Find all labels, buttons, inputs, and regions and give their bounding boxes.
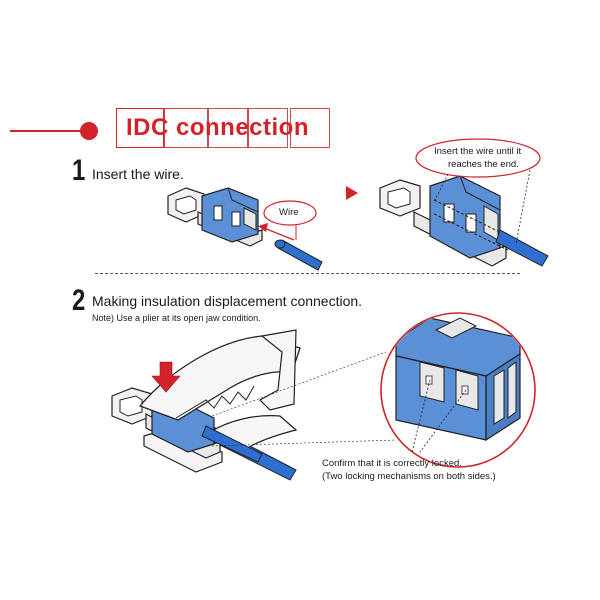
step-2-note: Note) Use a plier at its open jaw condit… — [92, 313, 261, 323]
arrow-right-icon — [346, 186, 358, 200]
title-frame-back-4 — [248, 108, 288, 148]
page-title: IDC connection — [126, 114, 310, 141]
wire-callout — [263, 200, 317, 240]
zoom-guide-lines — [211, 351, 397, 447]
step-1-label: Insert the wire. — [92, 166, 184, 182]
title-accent-line — [10, 130, 90, 132]
step2-plier-illustration — [111, 329, 301, 481]
title-frame-back-2 — [164, 108, 208, 148]
wire-callout-label: Wire — [279, 207, 299, 218]
step-2-number: 2 — [72, 284, 86, 317]
end-callout — [415, 138, 541, 245]
end-callout-line-2: reaches the end. — [448, 159, 519, 170]
section-divider — [95, 273, 520, 274]
magnified-lock-detail — [380, 312, 536, 468]
step-2-label: Making insulation displacement connectio… — [92, 293, 363, 309]
title-frame-front — [116, 108, 164, 148]
end-callout-line-1: Insert the wire until it — [434, 146, 522, 157]
insert-direction-arrow — [258, 223, 295, 241]
confirm-locked-text: Confirm that it is correctly locked. — [322, 458, 462, 469]
step1-inserted-connector-illustration — [379, 175, 549, 267]
step1-wire — [274, 239, 323, 271]
title-frame-back-5 — [290, 108, 330, 148]
press-down-arrow-icon — [151, 361, 181, 393]
step1-connector-illustration — [167, 187, 263, 247]
title-frame-back-3 — [208, 108, 248, 148]
title-bullet-dot — [80, 122, 98, 140]
locking-mechanism-note: (Two locking mechanisms on both sides.) — [322, 471, 496, 482]
step-1-number: 1 — [72, 154, 86, 187]
